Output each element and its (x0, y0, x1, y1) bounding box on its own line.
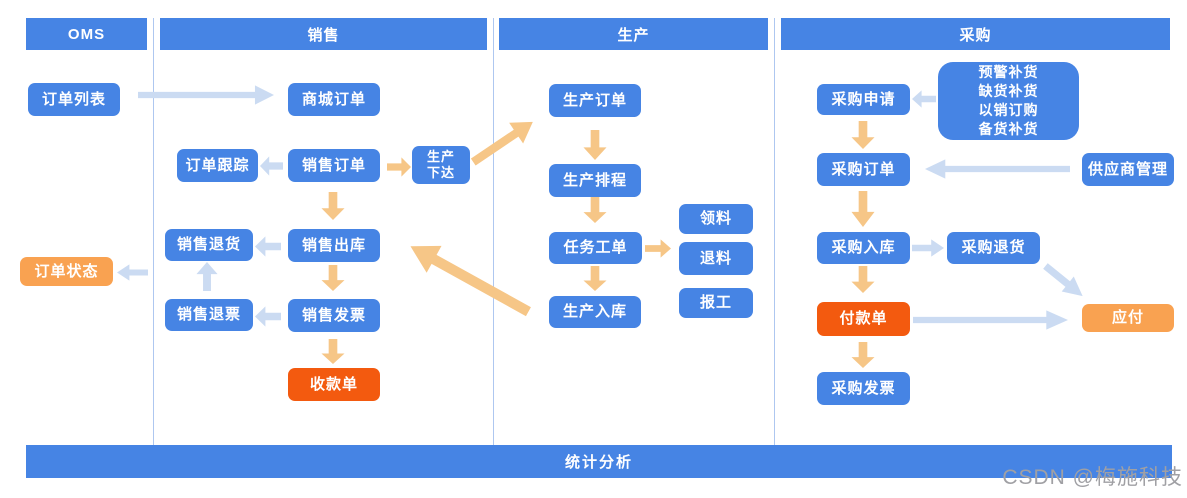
arrow-production-order-to-schedule (583, 130, 607, 160)
arrow-purchase-inbound-to-payment (851, 266, 875, 293)
arrow-replenish-to-purchase-request (912, 90, 936, 108)
arrow-purchase-inbound-to-purchase-return (912, 239, 944, 257)
arrow-to-order-status (117, 264, 148, 281)
node-material-return: 退料 (679, 242, 753, 275)
node-sales-outbound: 销售出库 (288, 229, 380, 262)
arrow-purchase-request-to-purchase-order (851, 121, 875, 149)
node-material-pick: 领料 (679, 204, 753, 234)
arrow-payment-to-payable (913, 310, 1068, 330)
node-task-work-order: 任务工单 (549, 232, 642, 264)
replenish-line: 备货补货 (978, 121, 1039, 137)
replenish-line: 缺货补货 (978, 83, 1039, 99)
replenish-line: 以销订购 (978, 102, 1039, 118)
arrow-task-order-to-materials (645, 239, 671, 258)
node-sales-ticket-refund: 销售退票 (165, 299, 253, 331)
node-order-tracking: 订单跟踪 (177, 149, 258, 182)
node-payment-order: 付款单 (817, 302, 910, 336)
node-sales-return: 销售退货 (165, 229, 253, 261)
node-production-order: 生产订单 (549, 84, 641, 117)
arrow-schedule-to-task-order (583, 197, 607, 223)
header-production: 生产 (499, 18, 768, 50)
arrow-sales-order-to-sales-outbound (321, 192, 345, 220)
arrow-ticket-refund-to-sales-return (196, 262, 218, 291)
arrow-production-inbound-to-sales-outbound (403, 232, 537, 325)
header-sales: 销售 (160, 18, 487, 50)
node-sales-invoice: 销售发票 (288, 299, 380, 332)
node-receipt-order: 收款单 (288, 368, 380, 401)
lane-divider (153, 18, 154, 445)
node-purchase-return: 采购退货 (947, 232, 1040, 264)
replenish-line: 预警补货 (978, 64, 1039, 80)
footer-statistics-bar: 统计分析 (26, 445, 1172, 478)
arrow-task-order-to-production-inbound (583, 266, 607, 291)
lane-divider (774, 18, 775, 445)
node-purchase-invoice: 采购发票 (817, 372, 910, 405)
arrow-purchase-return-to-payable (1039, 258, 1089, 304)
node-purchase-inbound: 采购入库 (817, 232, 910, 264)
node-order-status: 订单状态 (20, 257, 113, 286)
node-production-schedule: 生产排程 (549, 164, 641, 197)
header-oms: OMS (26, 18, 147, 50)
arrow-sales-order-to-order-tracking (260, 156, 283, 176)
arrow-sales-outbound-to-sales-invoice (321, 265, 345, 291)
header-purchase: 采购 (781, 18, 1170, 50)
node-payable: 应付 (1082, 304, 1174, 332)
arrow-purchase-order-to-purchase-inbound (851, 191, 875, 227)
arrow-sales-invoice-to-ticket-refund (255, 306, 281, 327)
arrow-order-list-to-mall-order (138, 85, 274, 105)
node-order-list: 订单列表 (28, 83, 120, 116)
lane-divider (493, 18, 494, 445)
arrow-sales-invoice-to-receipt (321, 339, 345, 364)
arrow-sales-outbound-to-sales-return (255, 236, 281, 257)
node-mall-order: 商城订单 (288, 83, 380, 116)
node-work-report: 报工 (679, 288, 753, 318)
node-sales-order: 销售订单 (288, 149, 380, 182)
arrow-payment-to-purchase-invoice (851, 342, 875, 368)
node-purchase-request: 采购申请 (817, 84, 910, 115)
arrow-sales-order-to-production-release (387, 157, 411, 177)
node-production-inbound: 生产入库 (549, 296, 641, 328)
node-supplier-management: 供应商管理 (1082, 153, 1174, 186)
arrow-supplier-to-purchase-order (925, 159, 1070, 179)
node-purchase-order: 采购订单 (817, 153, 910, 186)
csdn-watermark: CSDN @梅施科技 (1002, 466, 1183, 489)
arrow-production-release-to-production-order (466, 111, 540, 173)
node-production-release: 生产下达 (412, 146, 470, 184)
node-replenishment-types: 预警补货 缺货补货 以销订购 备货补货 (938, 62, 1079, 140)
